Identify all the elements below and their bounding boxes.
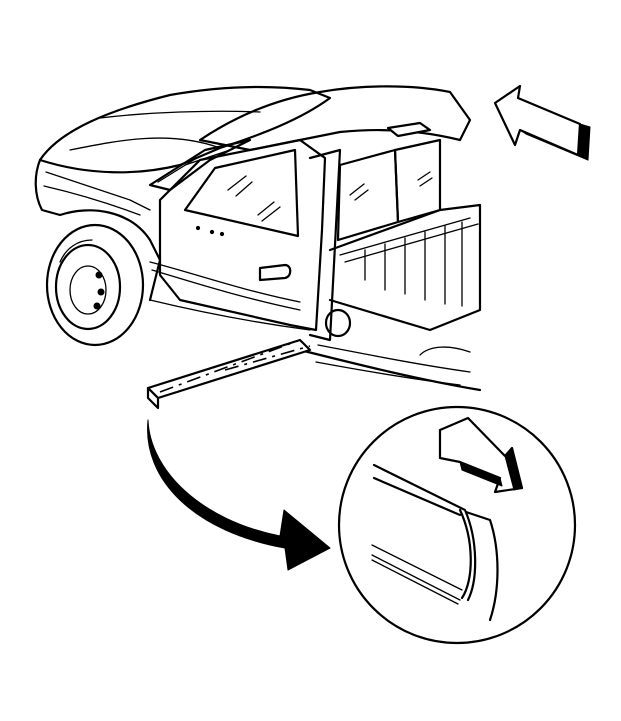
front-door xyxy=(158,138,327,332)
molding-indicator xyxy=(146,338,312,410)
curved-arrow-icon xyxy=(147,419,331,571)
windshield xyxy=(148,138,252,192)
view-direction-arrow-icon xyxy=(493,84,591,161)
front-fender xyxy=(34,158,162,302)
roof-marker-light xyxy=(386,121,432,138)
rear-window-glass xyxy=(393,138,442,224)
detail-view-circle xyxy=(337,405,577,645)
cab-roof xyxy=(198,85,472,152)
b-pillar xyxy=(308,148,342,342)
front-wheel xyxy=(45,223,145,347)
truck-hood xyxy=(38,85,332,174)
door-handle xyxy=(258,263,292,282)
rear-cab-window xyxy=(336,148,400,242)
door-window xyxy=(183,148,300,238)
fuel-door xyxy=(324,308,352,338)
direction-arrow-icon xyxy=(438,416,524,494)
truck-bed xyxy=(328,203,482,332)
pickup-truck xyxy=(34,85,482,392)
